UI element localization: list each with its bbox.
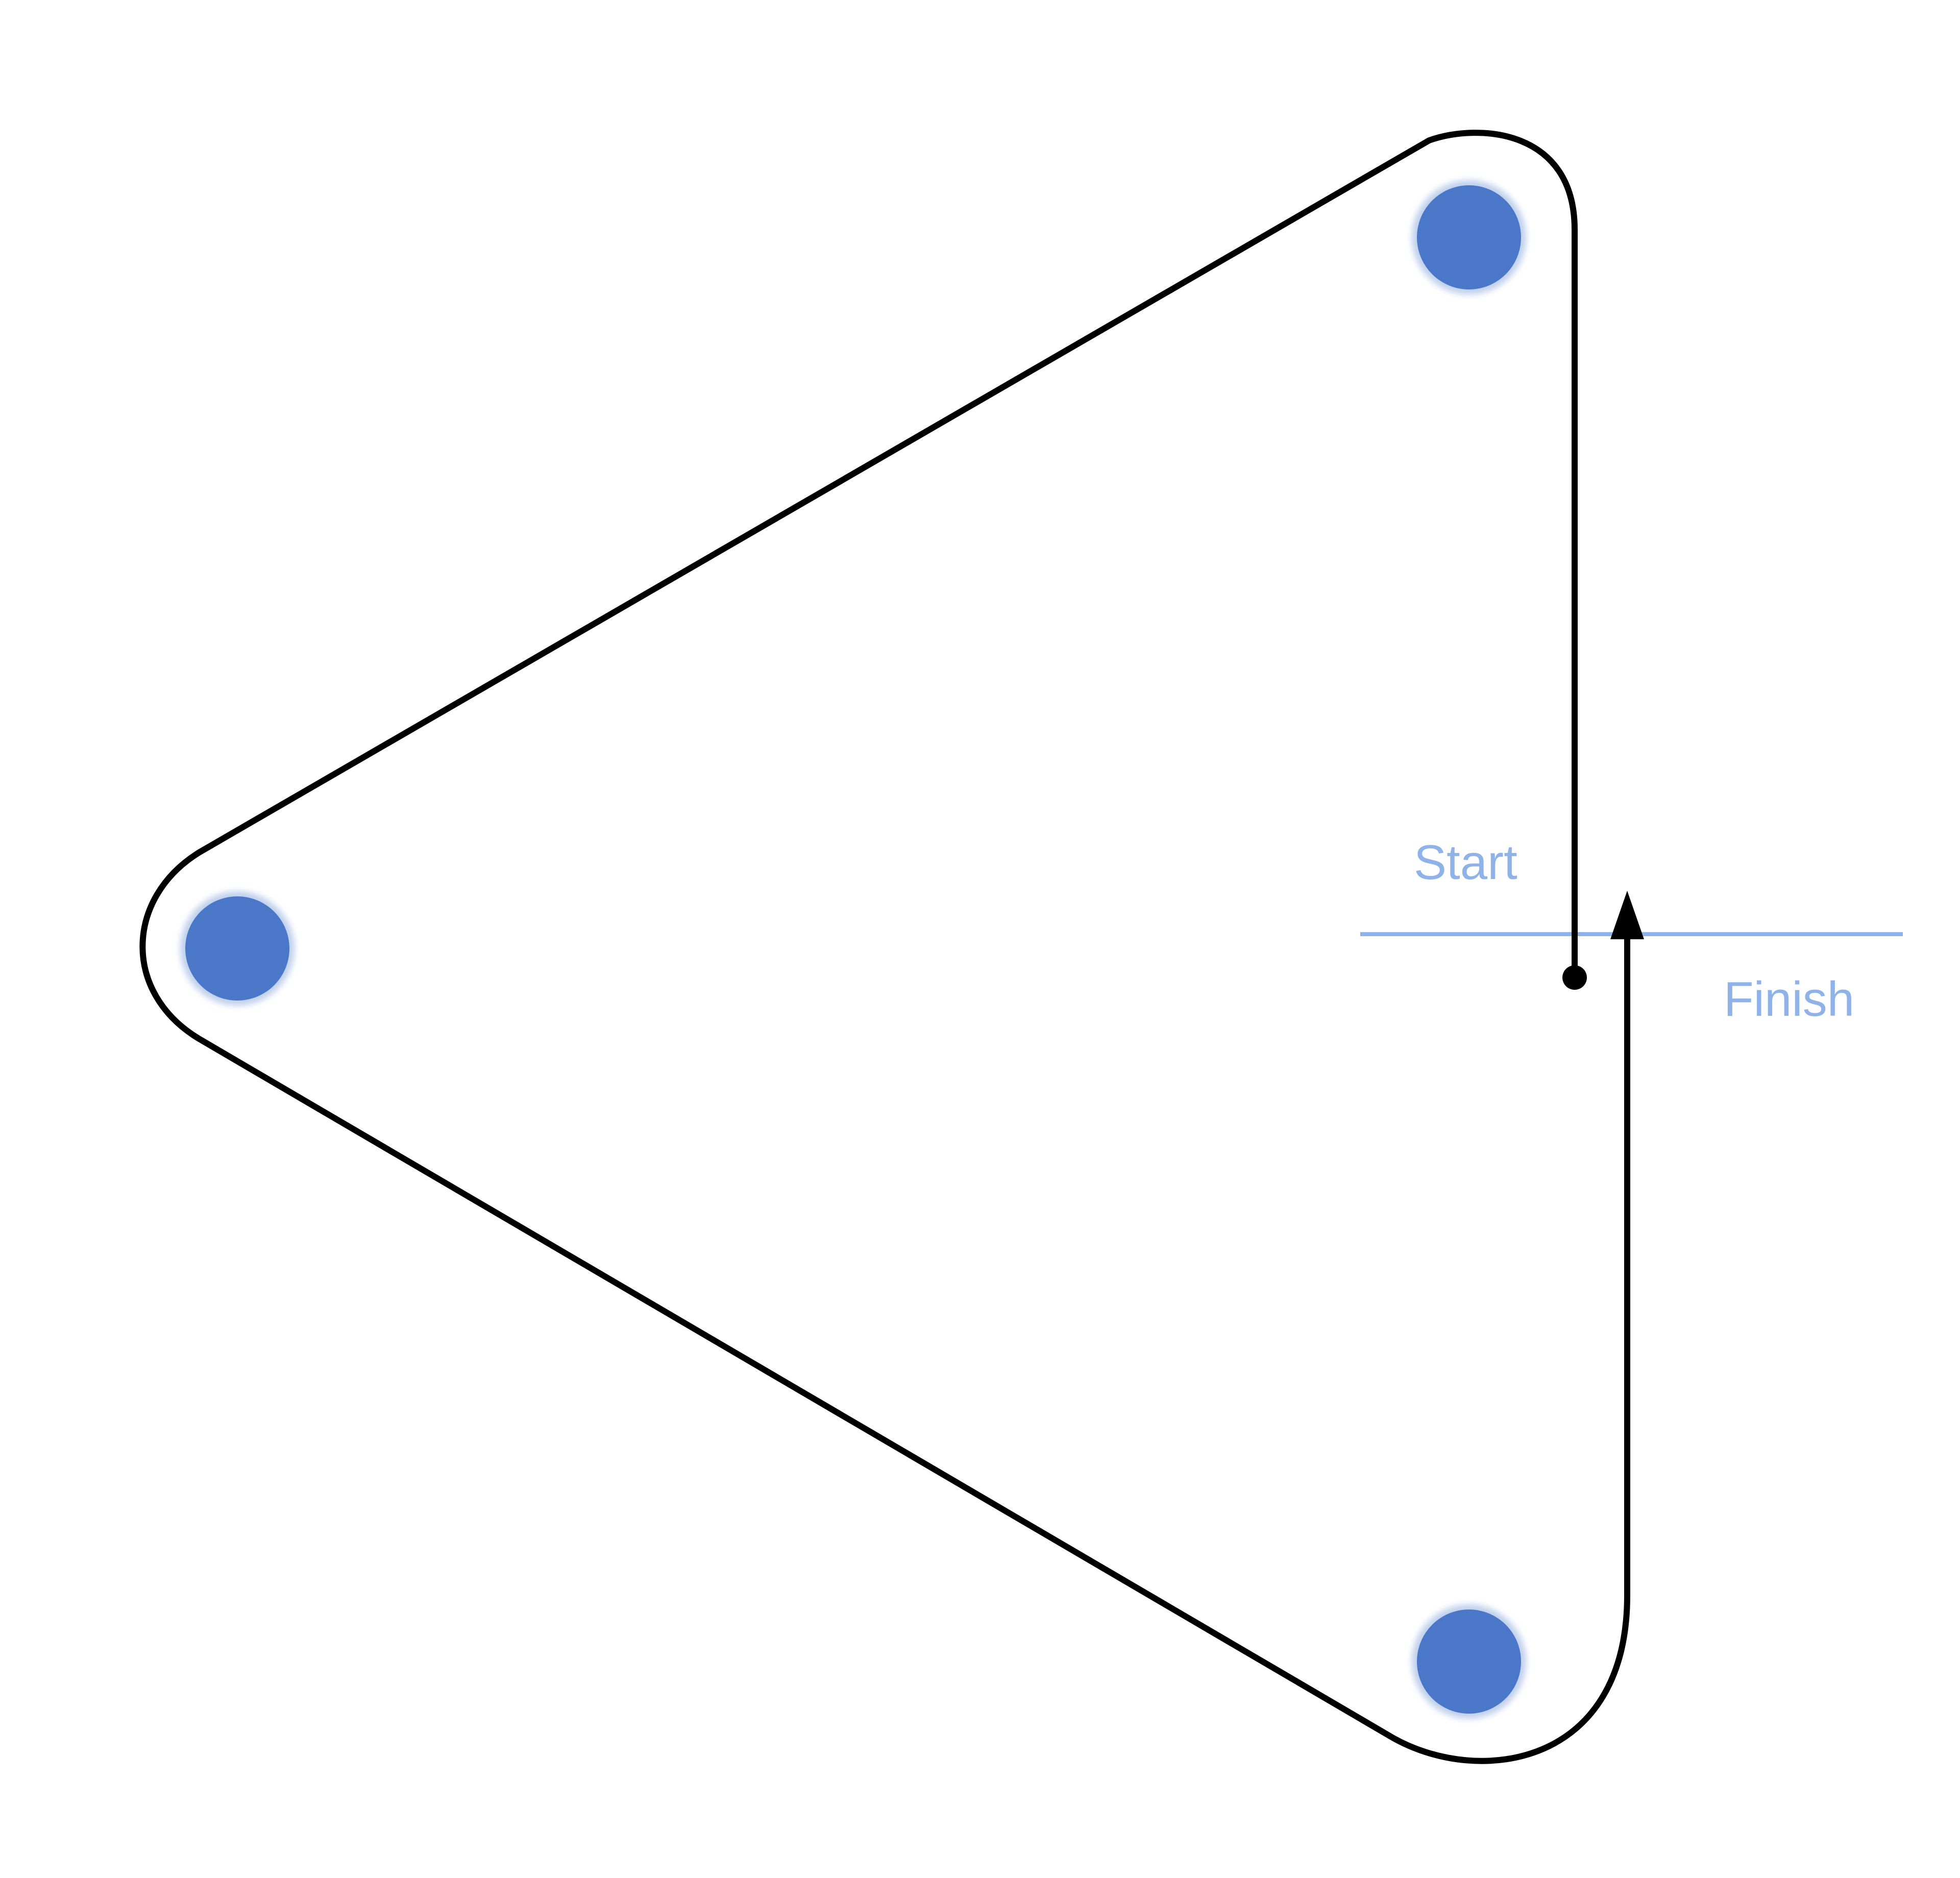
track-path (139, 130, 1630, 1764)
finish-label: Finish (1724, 972, 1854, 1027)
finish-arrowhead (1610, 891, 1644, 939)
marker-top (1417, 185, 1521, 289)
start-point (1562, 965, 1587, 990)
start-label: Start (1414, 835, 1517, 890)
marker-left (185, 896, 289, 1001)
marker-bottom (1417, 1609, 1521, 1714)
